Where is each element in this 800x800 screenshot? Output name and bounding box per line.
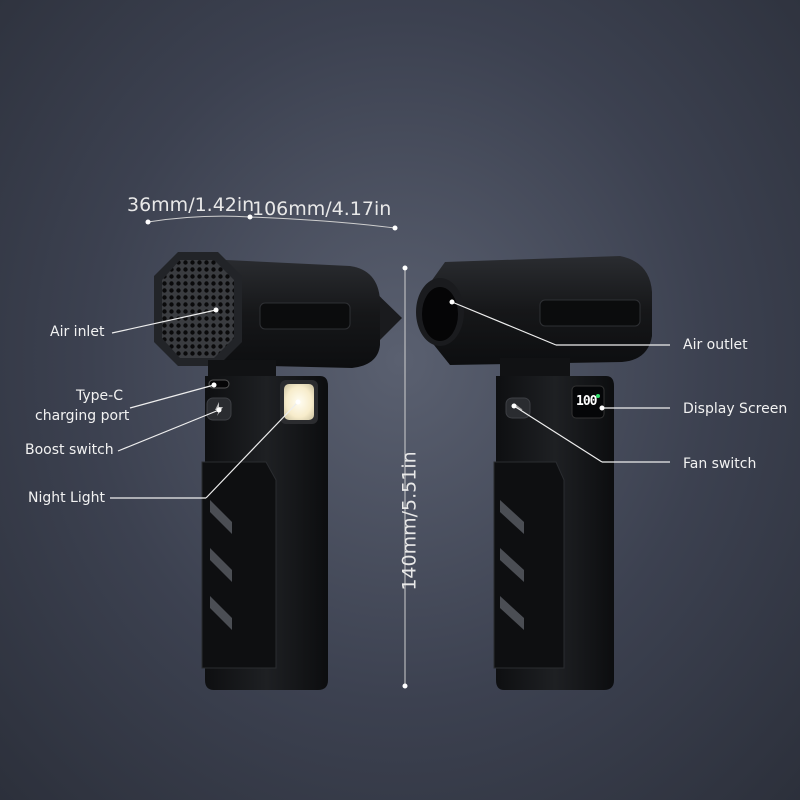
label-air-inlet: Air inlet — [50, 324, 105, 340]
dimension-depth: 36mm/1.42in — [127, 194, 255, 216]
leader-lines — [110, 299, 670, 499]
label-boost-switch: Boost switch — [25, 442, 114, 458]
dimension-width: 106mm/4.17in — [252, 198, 392, 220]
label-type-c-line1: Type-C — [76, 388, 123, 404]
display-reading: 100 — [576, 394, 598, 409]
label-fan-switch: Fan switch — [683, 456, 757, 472]
label-air-outlet: Air outlet — [683, 337, 748, 353]
left-device — [154, 252, 402, 690]
label-night-light: Night Light — [28, 490, 105, 506]
label-display-screen: Display Screen — [683, 401, 788, 417]
dimension-lines — [145, 214, 408, 689]
dimension-height: 140mm/5.51in — [398, 451, 421, 591]
label-type-c-line2: charging port — [35, 408, 130, 424]
right-device — [416, 256, 652, 690]
